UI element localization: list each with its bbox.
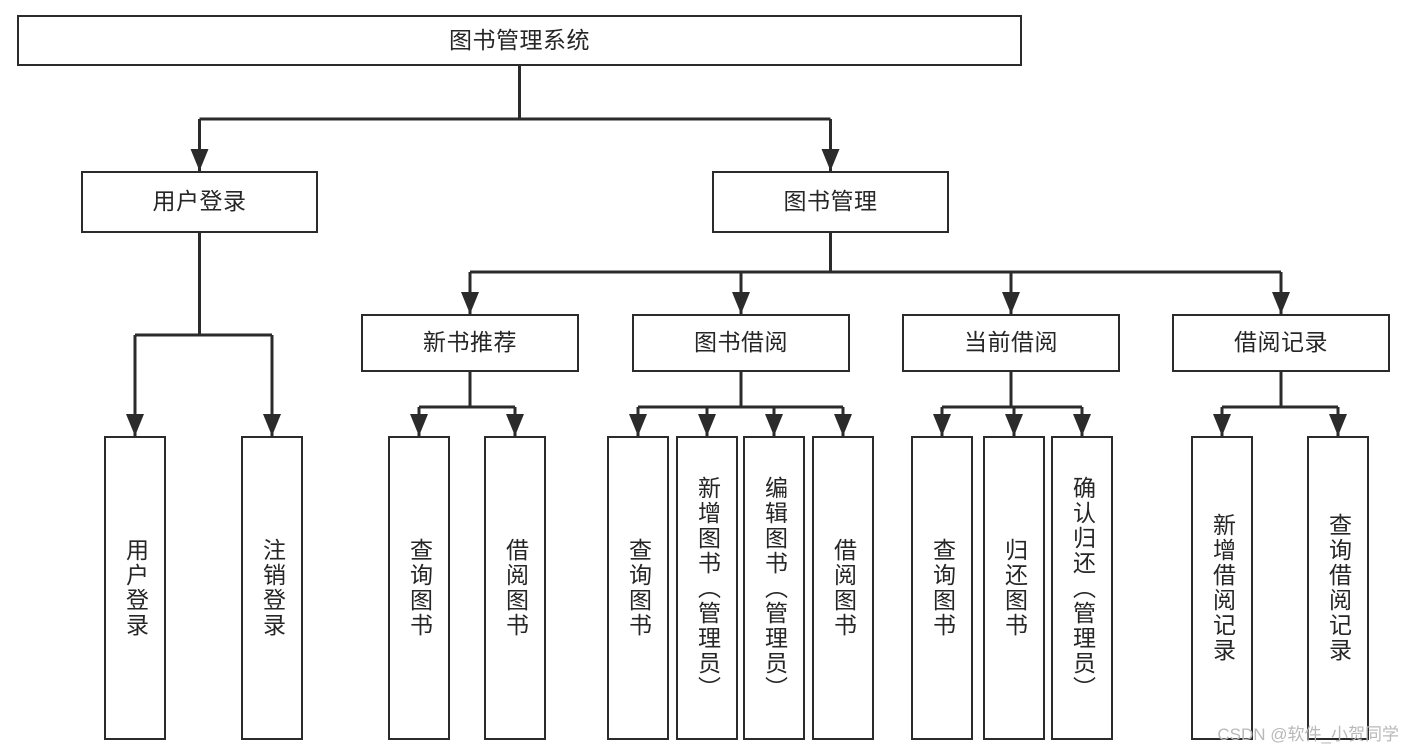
node-label-leaf-query-book-3: 查询图书 [929, 538, 956, 638]
node-user-login[interactable]: 用户登录 [81, 171, 318, 233]
node-label-user-login: 用户登录 [152, 188, 247, 215]
node-leaf-user-login[interactable]: 用户登录 [104, 436, 166, 740]
node-book-manage[interactable]: 图书管理 [712, 171, 949, 233]
node-label-leaf-confirm-return: 确认归还（管理员） [1069, 475, 1096, 701]
node-label-leaf-logout: 注销登录 [259, 538, 286, 638]
node-label-leaf-query-book-1: 查询图书 [406, 538, 433, 638]
node-label-leaf-borrow-book-1: 借阅图书 [502, 538, 529, 638]
node-label-leaf-borrow-book-2: 借阅图书 [830, 538, 857, 638]
node-label-current-borrow: 当前借阅 [964, 329, 1058, 356]
node-label-leaf-edit-book: 编辑图书（管理员） [761, 475, 788, 701]
node-leaf-query-book-1[interactable]: 查询图书 [388, 436, 450, 740]
node-label-leaf-add-book: 新增图书（管理员） [694, 475, 721, 701]
node-leaf-borrow-book-1[interactable]: 借阅图书 [484, 436, 546, 740]
node-label-leaf-return-book: 归还图书 [1001, 538, 1028, 638]
node-leaf-confirm-return[interactable]: 确认归还（管理员） [1051, 436, 1113, 740]
node-new-book-recommend[interactable]: 新书推荐 [361, 314, 579, 372]
node-label-root: 图书管理系统 [449, 26, 590, 53]
node-leaf-logout[interactable]: 注销登录 [241, 436, 303, 740]
node-leaf-add-book[interactable]: 新增图书（管理员） [676, 436, 738, 740]
node-root[interactable]: 图书管理系统 [17, 15, 1022, 66]
node-book-borrow[interactable]: 图书借阅 [632, 314, 850, 372]
node-label-new-book-recommend: 新书推荐 [423, 329, 517, 356]
node-leaf-return-book[interactable]: 归还图书 [983, 436, 1045, 740]
node-label-leaf-add-borrow-record: 新增借阅记录 [1209, 513, 1236, 663]
node-label-leaf-user-login: 用户登录 [122, 538, 149, 638]
node-current-borrow[interactable]: 当前借阅 [902, 314, 1120, 372]
node-label-book-manage: 图书管理 [783, 188, 878, 215]
node-leaf-query-book-2[interactable]: 查询图书 [607, 436, 669, 740]
node-leaf-query-book-3[interactable]: 查询图书 [911, 436, 973, 740]
node-leaf-query-borrow-record[interactable]: 查询借阅记录 [1307, 436, 1369, 740]
node-leaf-edit-book[interactable]: 编辑图书（管理员） [743, 436, 805, 740]
node-label-leaf-query-book-2: 查询图书 [625, 538, 652, 638]
node-label-book-borrow: 图书借阅 [694, 329, 788, 356]
node-leaf-borrow-book-2[interactable]: 借阅图书 [812, 436, 874, 740]
node-label-borrow-record: 借阅记录 [1234, 329, 1328, 356]
node-label-leaf-query-borrow-record: 查询借阅记录 [1325, 513, 1352, 663]
node-borrow-record[interactable]: 借阅记录 [1172, 314, 1390, 372]
node-leaf-add-borrow-record[interactable]: 新增借阅记录 [1191, 436, 1253, 740]
